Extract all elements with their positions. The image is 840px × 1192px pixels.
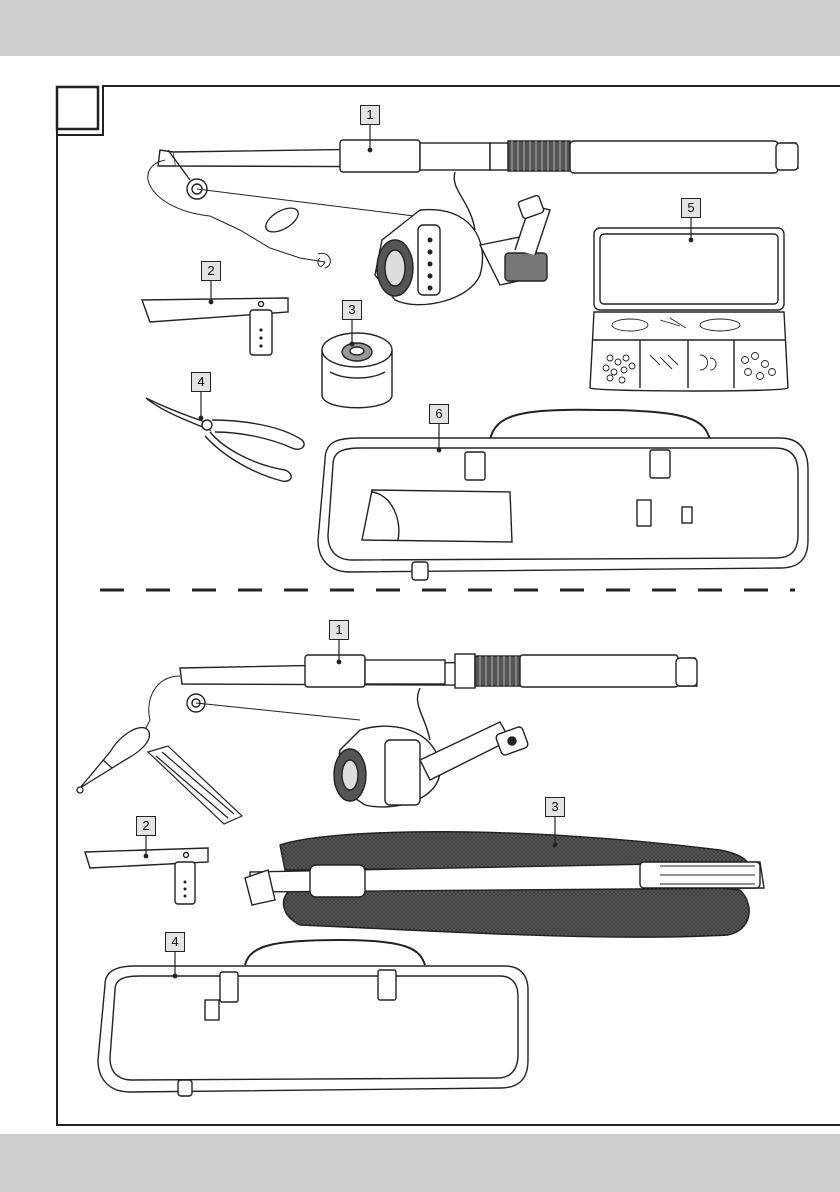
tackle-box-illustration	[590, 228, 788, 391]
figure-marker-box	[57, 87, 98, 129]
float-illustration	[77, 728, 149, 793]
spinning-reel-illustration	[334, 688, 529, 807]
callout-a6: 6	[429, 404, 449, 424]
callout-a3: 3	[342, 300, 362, 320]
callout-a4: 4	[191, 372, 211, 392]
fishing-rod-illustration	[180, 654, 697, 712]
spare-spool-illustration	[322, 333, 392, 408]
carry-bag-illustration	[318, 410, 808, 580]
carry-bag-illustration	[98, 940, 528, 1096]
callout-b1: 1	[329, 620, 349, 640]
pliers-illustration	[146, 398, 304, 481]
callout-b2: 2	[136, 816, 156, 836]
callout-a2: 2	[201, 261, 221, 281]
rod-holder-illustration	[142, 298, 288, 355]
callout-a5: 5	[681, 198, 701, 218]
spinning-reel-illustration	[375, 172, 550, 305]
callout-b4: 4	[165, 932, 185, 952]
fishing-rod-illustration	[158, 140, 798, 199]
landing-net-illustration	[245, 832, 764, 937]
callout-b3: 3	[545, 797, 565, 817]
callout-a1: 1	[360, 105, 380, 125]
line-winder-illustration	[148, 746, 242, 824]
